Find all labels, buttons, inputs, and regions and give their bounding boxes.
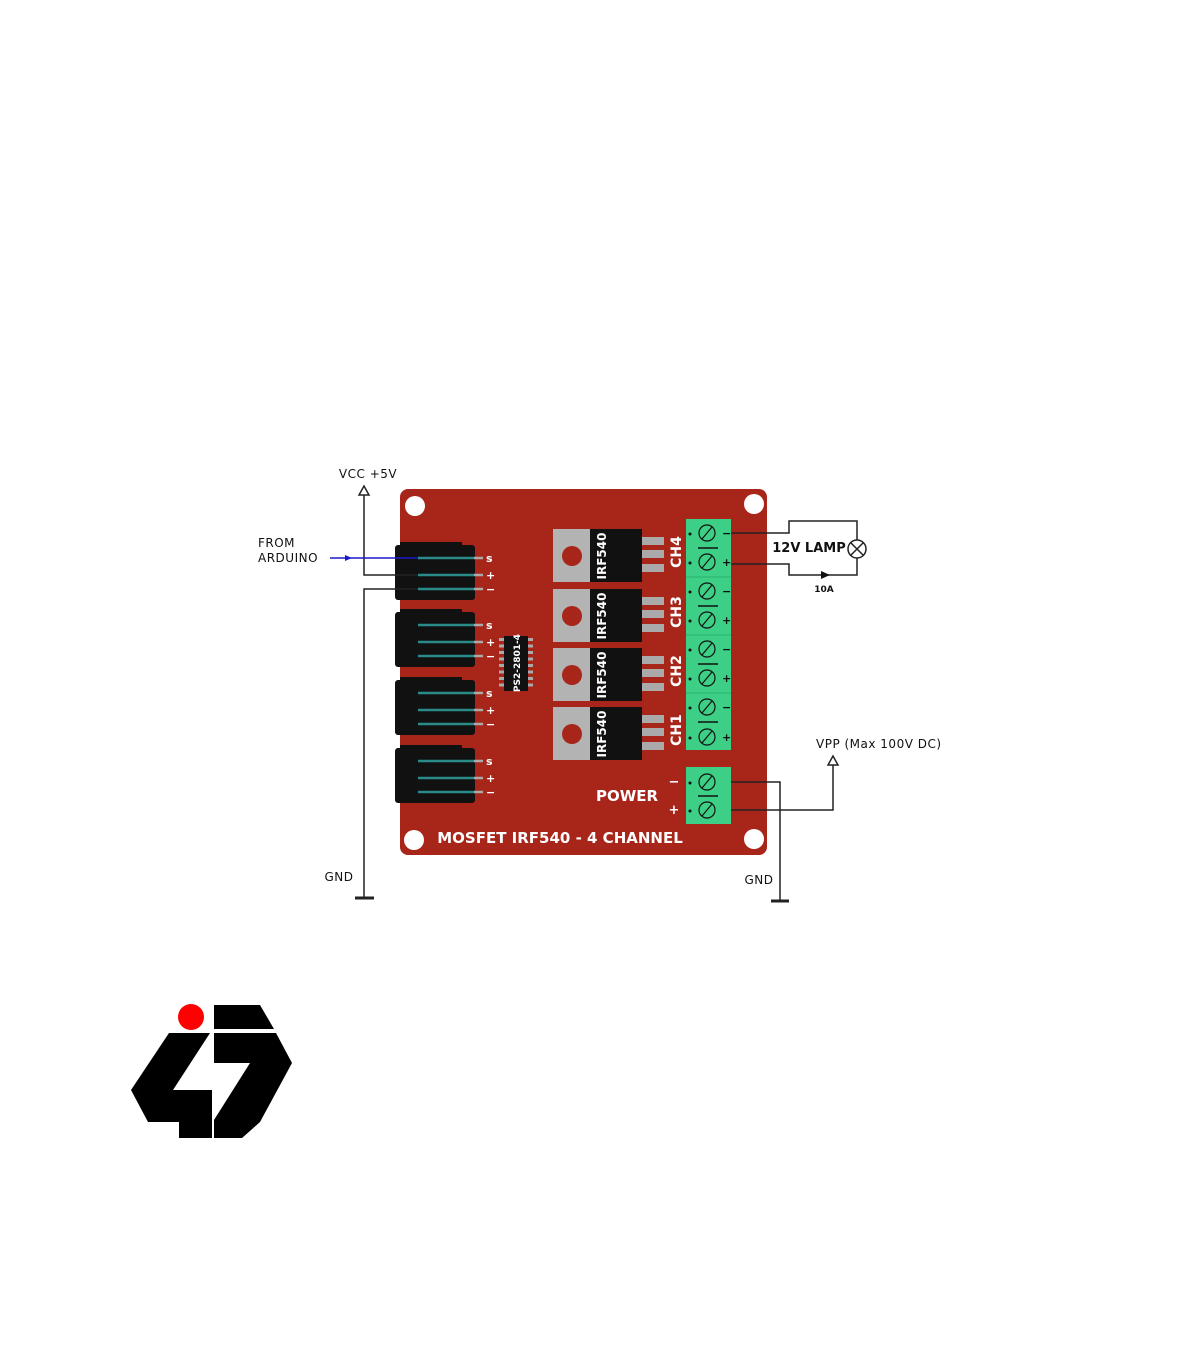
terminal-polarity: − [722, 643, 731, 656]
mosfet-label: IRF540 [595, 711, 609, 758]
terminal-screw[interactable]: + [688, 669, 732, 687]
pin-label: − [486, 718, 495, 731]
mosfet: IRF540 CH1 [553, 707, 685, 760]
terminal-polarity: + [722, 731, 731, 744]
terminal-screw[interactable]: − [688, 582, 732, 607]
board-title: MOSFET IRF540 - 4 CHANNEL [437, 829, 683, 847]
terminal-screw[interactable]: + [688, 611, 732, 629]
terminal-screw[interactable]: − [688, 698, 732, 723]
pin-label: s [486, 552, 493, 565]
lamp-label: 12V LAMP [772, 541, 846, 556]
vpp-label: VPP (Max 100V DC) [816, 737, 942, 751]
vcc-arrow-icon [357, 484, 371, 496]
pin-label: + [486, 772, 495, 785]
channel-label: CH4 [669, 536, 685, 568]
lamp-icon [847, 539, 867, 559]
pin-label: s [486, 687, 493, 700]
pin-label: s [486, 755, 493, 768]
vcc-label: VCC +5V [339, 467, 397, 481]
gnd-label-right: GND [744, 873, 773, 887]
channel-label: CH3 [669, 596, 685, 628]
mounting-holes [404, 494, 764, 850]
mosfet-label: IRF540 [595, 533, 609, 580]
terminal-polarity: + [722, 556, 731, 569]
terminal-polarity: − [722, 527, 731, 540]
pin-label: + [486, 704, 495, 717]
signal-arrow-icon [345, 555, 352, 561]
gnd-wire-right [731, 781, 781, 900]
terminal-screw[interactable] [688, 773, 719, 797]
input-connectors: s+−s+−s+−s+− [395, 542, 495, 803]
current-arrow-icon [821, 571, 830, 579]
mosfet: IRF540 CH2 [553, 648, 685, 701]
vpp-arrow-icon [826, 754, 840, 766]
channel-label: CH1 [669, 714, 685, 746]
terminal-polarity: + [722, 672, 731, 685]
terminal-polarity: − [722, 701, 731, 714]
lamp-wire-minus [731, 520, 858, 540]
input-connector: s +− [395, 677, 495, 735]
terminal-polarity: + [722, 614, 731, 627]
power-plus-label: + [669, 803, 680, 818]
terminal-screw[interactable]: − [688, 640, 732, 665]
arduino-label: ARDUINO [258, 551, 318, 565]
power-label: POWER [596, 787, 659, 805]
terminal-polarity: − [722, 585, 731, 598]
gnd-wire-left [363, 588, 418, 897]
lamp-wire-plus [731, 558, 858, 576]
power-minus-label: − [669, 775, 680, 790]
mosfet-label: IRF540 [595, 593, 609, 640]
pin-label: − [486, 650, 495, 663]
pin-label: − [486, 583, 495, 596]
from-label: FROM [258, 536, 295, 550]
vpp-wire [731, 765, 834, 811]
terminal-screw[interactable]: + [688, 728, 732, 746]
vcc-wire [363, 493, 418, 576]
terminal-screw[interactable]: + [688, 553, 732, 571]
chip-label: PS2-2801-4 [513, 634, 523, 692]
optocoupler-chip: PS2-2801-4 [499, 634, 533, 692]
pin-label: − [486, 786, 495, 799]
current-label: 10A [814, 585, 834, 595]
terminal-screw[interactable] [688, 801, 716, 819]
terminal-screw[interactable]: − [688, 524, 732, 549]
input-connector: s +− [395, 609, 495, 667]
company-logo [131, 1004, 292, 1138]
gnd-label-left: GND [324, 870, 353, 884]
channel-label: CH2 [669, 655, 685, 687]
pin-label: s [486, 619, 493, 632]
mosfet: IRF540 CH3 [553, 589, 685, 642]
input-connector: s +− [395, 745, 495, 803]
mosfet-label: IRF540 [595, 652, 609, 699]
pin-label: + [486, 636, 495, 649]
mosfet: IRF540 CH4 [553, 529, 685, 582]
pin-label: + [486, 569, 495, 582]
